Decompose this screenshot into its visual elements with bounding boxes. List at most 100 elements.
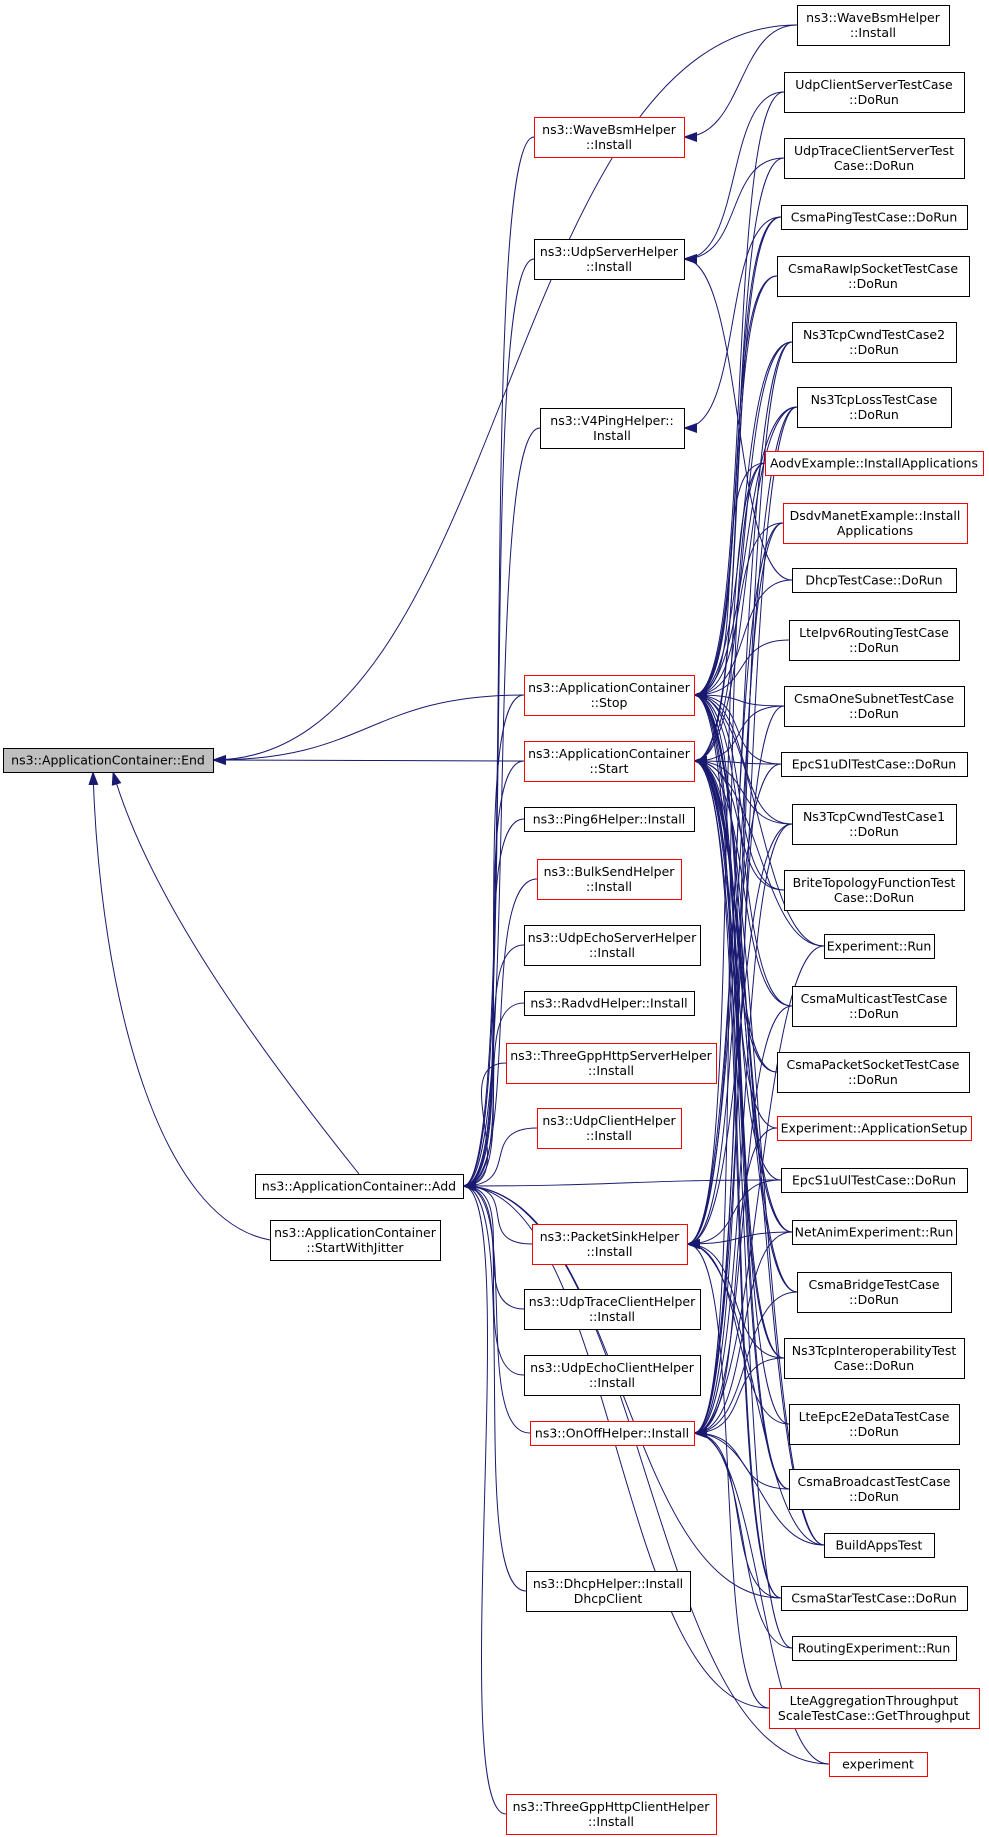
node-r6[interactable]: Ns3TcpLossTestCase::DoRun (797, 387, 952, 428)
node-label-line: ns3::BulkSendHelper (544, 864, 676, 879)
node-label-line: ::DoRun (849, 1292, 899, 1307)
node-label-line: ns3::UdpServerHelper (540, 244, 679, 259)
edge-r8-to-sink (686, 522, 784, 1249)
node-label-line: Ns3TcpInteroperabilityTest (792, 1343, 957, 1358)
node-label-line: Applications (837, 523, 913, 538)
node-startJitter[interactable]: ns3::ApplicationContainer::StartWithJitt… (270, 1220, 441, 1261)
node-label-line: ::DoRun (849, 342, 899, 357)
edge-r23-to-start (693, 756, 790, 1425)
node-r4[interactable]: CsmaRawIpSocketTestCase::DoRun (777, 256, 970, 297)
edge-r4-to-stop (693, 275, 778, 700)
node-box (792, 322, 957, 363)
node-r23[interactable]: LteEpcE2eDataTestCase::DoRun (789, 1404, 960, 1445)
node-label-line: ::Stop (591, 695, 628, 710)
node-label-line: CsmaBridgeTestCase (808, 1277, 939, 1292)
edge-r13-to-stop (693, 690, 793, 825)
edge-wbsm2-to-wbsm1 (683, 24, 798, 142)
node-r29[interactable]: experiment (829, 1752, 928, 1777)
node-box (781, 752, 968, 777)
node-r26[interactable]: CsmaStarTestCase::DoRun (781, 1586, 968, 1611)
node-r28[interactable]: LteAggregationThroughputScaleTestCase::G… (769, 1688, 980, 1729)
node-udpTrace[interactable]: ns3::UdpTraceClientHelper::Install (524, 1289, 701, 1330)
node-ping6[interactable]: ns3::Ping6Helper::Install (524, 807, 695, 832)
node-r9[interactable]: DhcpTestCase::DoRun (792, 568, 957, 593)
edge-r21-to-onoff (693, 1291, 798, 1438)
node-box (524, 741, 695, 782)
node-label-line: ::DoRun (849, 1006, 899, 1021)
edge-r25-to-onoff (693, 1428, 825, 1546)
node-wbsm1[interactable]: ns3::WaveBsmHelper::Install (534, 117, 685, 158)
node-label-line: ns3::UdpTraceClientHelper (529, 1294, 696, 1309)
node-r12[interactable]: EpcS1uDlTestCase::DoRun (781, 752, 968, 777)
node-r24[interactable]: CsmaBroadcastTestCase::DoRun (789, 1469, 960, 1510)
node-tgppClient[interactable]: ns3::ThreeGppHttpClientHelper::Install (506, 1794, 717, 1835)
node-r15[interactable]: Experiment::Run (824, 934, 935, 959)
node-box (524, 991, 695, 1016)
node-sink[interactable]: ns3::PacketSinkHelper::Install (532, 1224, 688, 1265)
edge-r15-to-stop (693, 690, 825, 947)
node-label-line: ::DoRun (848, 276, 898, 291)
node-r25[interactable]: BuildAppsTest (824, 1533, 935, 1558)
node-r21[interactable]: CsmaBridgeTestCase::DoRun (797, 1272, 952, 1313)
node-r19[interactable]: EpcS1uUlTestCase::DoRun (781, 1168, 968, 1193)
node-label-line: ns3::UdpEchoClientHelper (530, 1360, 695, 1375)
node-start[interactable]: ns3::ApplicationContainer::Start (524, 741, 695, 782)
node-r5[interactable]: Ns3TcpCwndTestCase2::DoRun (792, 322, 957, 363)
edge-r20-to-onoff (693, 1231, 793, 1438)
node-label-line: DsdvManetExample::Install (790, 508, 961, 523)
edges-layer (88, 24, 830, 1815)
edge-r13-to-sink (686, 823, 793, 1249)
node-label-line: ns3::RadvdHelper::Install (530, 996, 687, 1011)
node-box (792, 1220, 957, 1245)
node-label-line: ::Install (586, 259, 632, 274)
node-r1[interactable]: UdpClientServerTestCase::DoRun (784, 72, 965, 113)
node-udpServer[interactable]: ns3::UdpServerHelper::Install (534, 239, 685, 280)
node-stop[interactable]: ns3::ApplicationContainer::Stop (524, 675, 695, 716)
node-label-line: Ns3TcpCwndTestCase1 (803, 809, 945, 824)
node-udpClient[interactable]: ns3::UdpClientHelper::Install (537, 1108, 682, 1149)
node-r18[interactable]: Experiment::ApplicationSetup (777, 1116, 972, 1141)
node-r3[interactable]: CsmaPingTestCase::DoRun (781, 205, 968, 230)
edge-r13-to-start (693, 756, 793, 825)
edge-r15-to-start (693, 756, 825, 947)
edge-r9-to-stop (693, 579, 793, 700)
node-label-line: ns3::WaveBsmHelper (806, 10, 941, 25)
node-r7[interactable]: AodvExample::InstallApplications (765, 451, 984, 476)
node-r10[interactable]: LteIpv6RoutingTestCase::DoRun (789, 620, 960, 661)
nodes-layer: ns3::ApplicationContainer::Endns3::Appli… (3, 5, 984, 1835)
node-onoff[interactable]: ns3::OnOffHelper::Install (530, 1421, 695, 1446)
node-r16[interactable]: CsmaMulticastTestCase::DoRun (792, 986, 957, 1027)
node-r17[interactable]: CsmaPacketSocketTestCase::DoRun (777, 1052, 970, 1093)
node-r20[interactable]: NetAnimExperiment::Run (792, 1220, 957, 1245)
node-r8[interactable]: DsdvManetExample::InstallApplications (783, 503, 968, 544)
node-label-line: Case::DoRun (834, 158, 914, 173)
edge-r8-to-onoff (693, 522, 784, 1438)
node-radvd[interactable]: ns3::RadvdHelper::Install (524, 991, 695, 1016)
node-r13[interactable]: Ns3TcpCwndTestCase1::DoRun (792, 804, 957, 845)
node-r11[interactable]: CsmaOneSubnetTestCase::DoRun (784, 686, 965, 727)
node-label-line: CsmaOneSubnetTestCase (794, 691, 954, 706)
node-v4ping[interactable]: ns3::V4PingHelper::Install (540, 408, 685, 449)
edge-r7-to-sink (686, 462, 766, 1249)
node-box (255, 1174, 464, 1199)
node-end[interactable]: ns3::ApplicationContainer::End (3, 748, 214, 773)
node-r27[interactable]: RoutingExperiment::Run (792, 1636, 957, 1661)
node-label-line: ns3::DhcpHelper::Install (533, 1576, 683, 1591)
edge-r3-to-v4ping (683, 216, 782, 433)
edge-r11-to-start (693, 705, 785, 766)
edge-r5-to-onoff (693, 341, 793, 1438)
node-wbsm2[interactable]: ns3::WaveBsmHelper::Install (797, 5, 950, 46)
node-udpEchoServer[interactable]: ns3::UdpEchoServerHelper::Install (524, 925, 701, 966)
edge-r5-to-start (693, 341, 793, 766)
node-label-line: ns3::UdpEchoServerHelper (528, 930, 697, 945)
node-tgppServer[interactable]: ns3::ThreeGppHttpServerHelper::Install (506, 1043, 717, 1084)
node-bulk[interactable]: ns3::BulkSendHelper::Install (537, 859, 682, 900)
node-udpEchoClient[interactable]: ns3::UdpEchoClientHelper::Install (524, 1355, 701, 1396)
node-label-line: CsmaStarTestCase::DoRun (791, 1591, 957, 1606)
node-add[interactable]: ns3::ApplicationContainer::Add (255, 1174, 464, 1199)
node-box (769, 1688, 980, 1729)
